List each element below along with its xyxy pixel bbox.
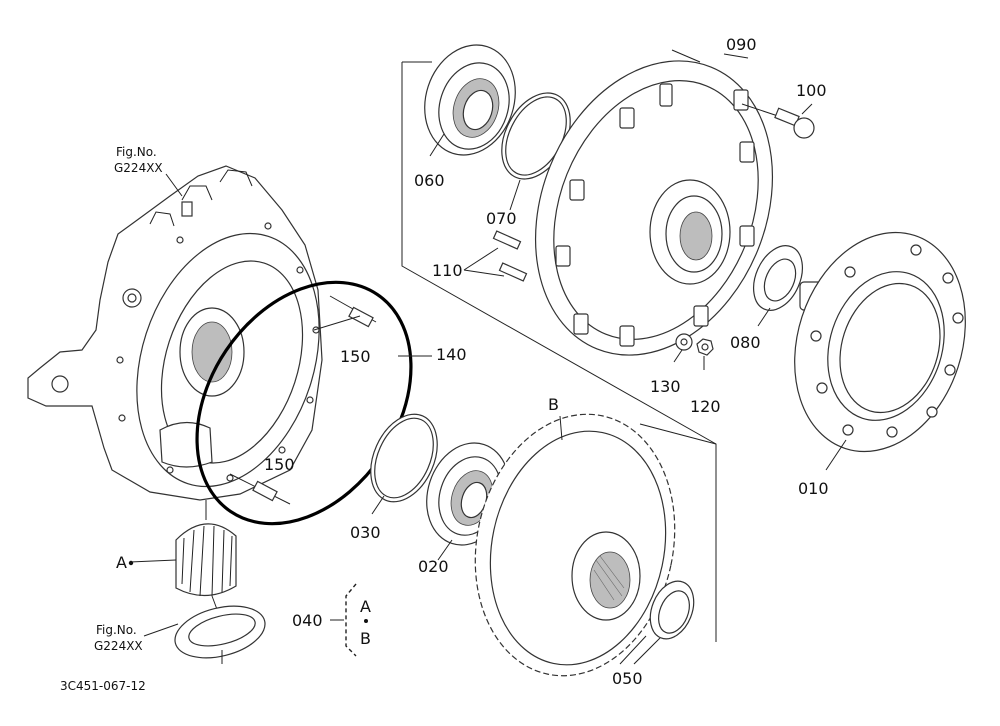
stud-110-lower: [498, 262, 528, 282]
group-a-label: A: [360, 597, 371, 616]
leader-lines: [129, 53, 847, 665]
nut-120: [696, 338, 714, 356]
bolt-100: [741, 103, 815, 139]
callout-140: 140: [436, 345, 467, 364]
collar-050: [649, 580, 695, 640]
stud-110-upper: [492, 230, 522, 250]
marker-a-label: A: [116, 553, 127, 572]
callout-110: 110: [432, 261, 463, 280]
group-b-label: B: [360, 629, 371, 648]
callout-080: 080: [730, 333, 761, 352]
bevel-pinion-a: [175, 500, 237, 613]
fig-label-top: Fig.No.: [116, 145, 157, 159]
callout-070: 070: [486, 209, 517, 228]
drawing-code: 3C451-067-12: [60, 679, 146, 693]
callout-090: 090: [726, 35, 757, 54]
marker-a-dot: [128, 560, 134, 566]
marker-b-label: B: [548, 395, 559, 414]
assembly-outline: [401, 49, 717, 642]
pin-150-lower: [229, 473, 291, 505]
bearing-060: [424, 44, 516, 156]
fig-label-bottom: Fig.No.: [96, 623, 137, 637]
callout-150-upper: 150: [340, 347, 371, 366]
callout-150-lower: 150: [264, 455, 295, 474]
callout-130: 130: [650, 377, 681, 396]
callout-050: 050: [612, 669, 643, 688]
pin-150-upper: [329, 295, 377, 328]
axle-flange-010: [794, 231, 966, 453]
gear-case-housing: [27, 165, 323, 501]
group-bracket-040: [345, 583, 368, 657]
callout-040: 040: [292, 611, 323, 630]
washer-130: [675, 333, 693, 351]
callout-060: 060: [414, 171, 445, 190]
oil-seal-080: [753, 245, 803, 311]
bevel-gear-b: [474, 413, 676, 677]
callout-020: 020: [418, 557, 449, 576]
fig-code-top: G224XX: [114, 161, 163, 175]
o-ring-030: [370, 413, 438, 503]
fig-code-bottom: G224XX: [94, 639, 143, 653]
axle-case-cover-090: [534, 60, 774, 356]
callout-120: 120: [690, 397, 721, 416]
callout-030: 030: [350, 523, 381, 542]
pinion-bearing: [174, 605, 266, 664]
callout-100: 100: [796, 81, 827, 100]
callout-010: 010: [798, 479, 829, 498]
